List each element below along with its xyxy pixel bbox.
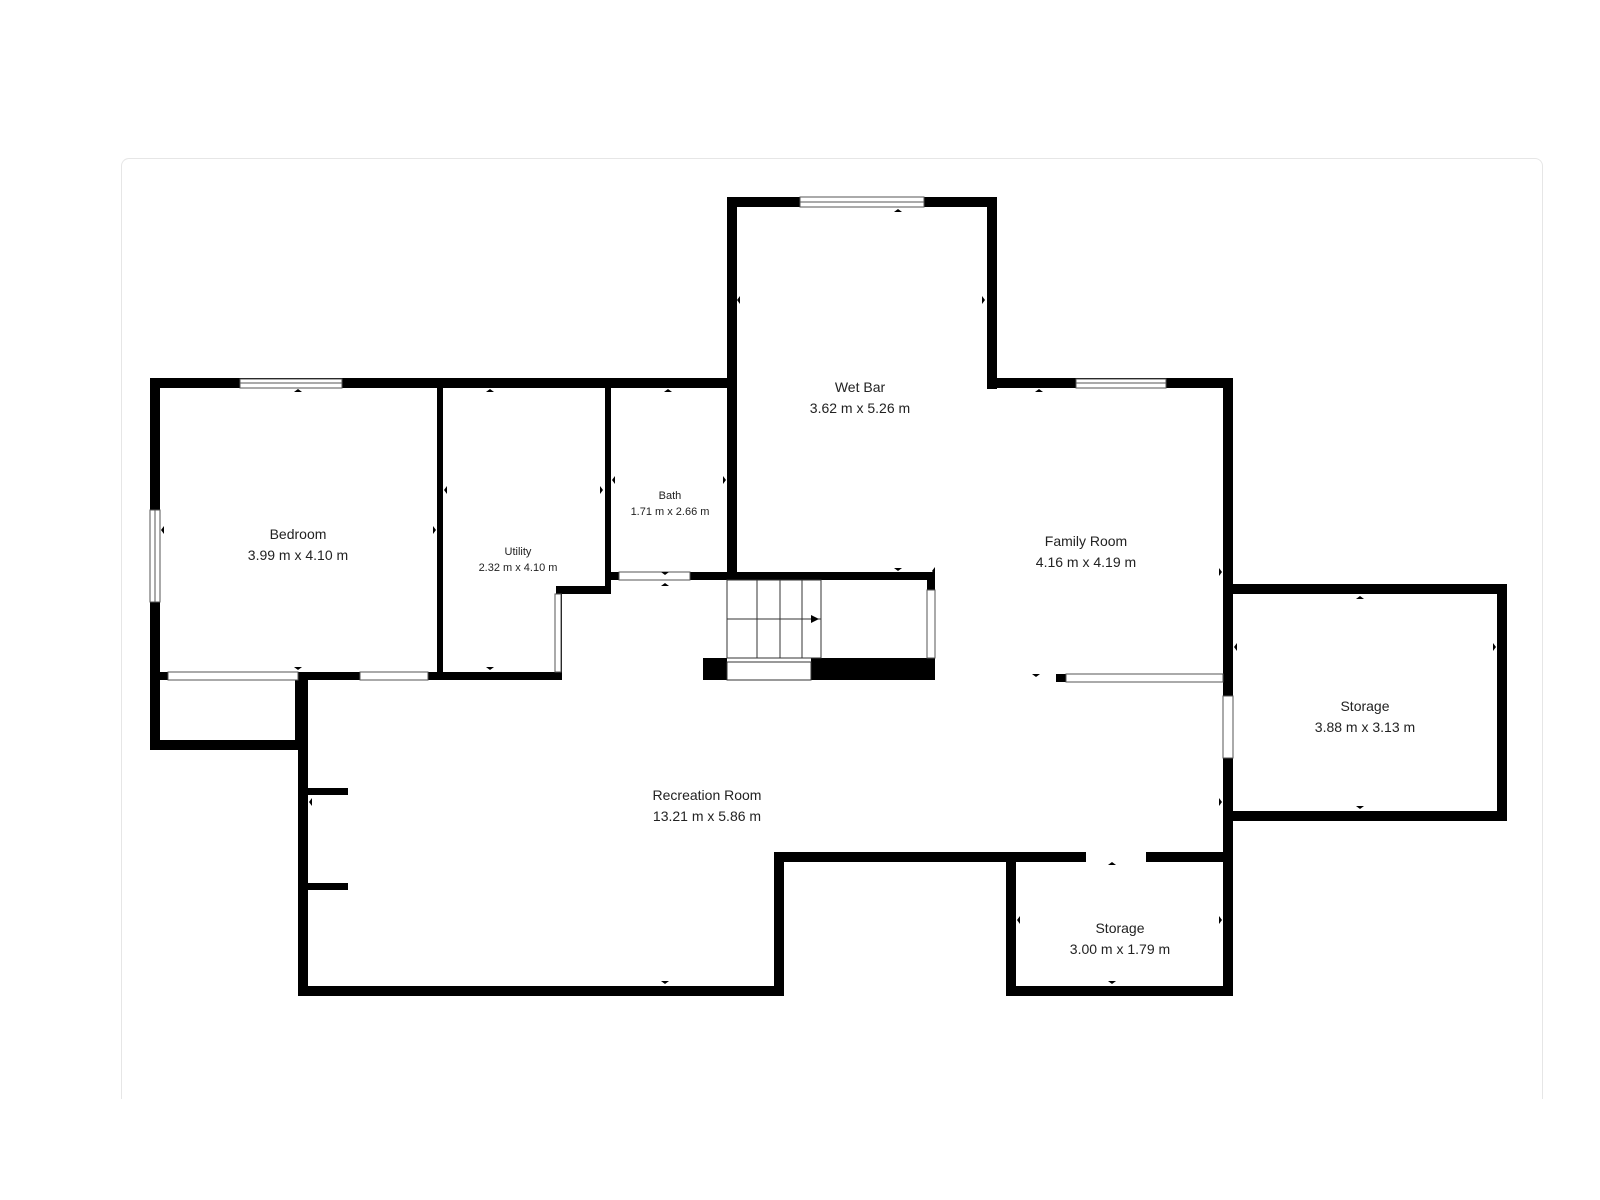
- wall-utility-notch: [556, 586, 611, 594]
- room-name-storage-bottom: Storage: [1095, 920, 1144, 936]
- room-dims-wet-bar: 3.62 m x 5.26 m: [810, 400, 910, 416]
- room-name-bedroom: Bedroom: [270, 526, 327, 542]
- wall-rec-nub-2: [308, 883, 348, 890]
- room-dims-bath: 1.71 m x 2.66 m: [631, 506, 710, 518]
- room-dims-utility: 2.32 m x 4.10 m: [479, 562, 558, 574]
- wall-top-left: [150, 378, 737, 388]
- wall-utility-bath: [605, 378, 611, 590]
- room-utility: Utility 2.32 m x 4.10 m: [479, 546, 558, 574]
- room-storage-bottom: Storage 3.00 m x 1.79 m: [1070, 920, 1170, 957]
- room-dims-recreation-room: 13.21 m x 5.86 m: [653, 808, 761, 824]
- wall-rec-step-top: [774, 852, 1086, 862]
- door-closet-bi: [167, 671, 299, 681]
- door-bedroom: [359, 671, 429, 681]
- wall-storage-right-right: [1497, 584, 1507, 821]
- wall-storage-bottom-left: [1006, 852, 1016, 996]
- room-name-wet-bar: Wet Bar: [835, 379, 886, 395]
- room-recreation-room: Recreation Room 13.21 m x 5.86 m: [653, 787, 762, 824]
- wall-stair-right-top: [927, 572, 935, 590]
- stair-direction-arrow-icon: [811, 615, 819, 623]
- room-name-bath: Bath: [659, 490, 682, 502]
- wall-rec-nub-1: [308, 788, 348, 795]
- wall-wetbar-right: [987, 197, 997, 389]
- room-labels: Wet Bar 3.62 m x 5.26 m Bath 1.71 m x 2.…: [248, 379, 1415, 957]
- wall-stair-right-block: [811, 658, 935, 680]
- room-bath: Bath 1.71 m x 2.66 m: [631, 490, 710, 518]
- wall-family-bottom-stub: [1056, 674, 1066, 682]
- wall-utility-bottom: [428, 672, 562, 680]
- room-bedroom: Bedroom 3.99 m x 4.10 m: [248, 526, 348, 563]
- wall-storage-right-top: [1223, 584, 1507, 594]
- room-name-family-room: Family Room: [1045, 533, 1127, 549]
- wall-bath-bottom-right: [690, 572, 935, 580]
- walls: [150, 197, 1507, 996]
- opening-stair-right: [926, 589, 936, 659]
- door-utility: [554, 593, 562, 673]
- windows: [149, 196, 1234, 759]
- wall-bedroom-bottom-mid: [295, 672, 360, 680]
- wall-bath-bottom-left: [605, 572, 619, 580]
- room-dims-storage-bottom: 3.00 m x 1.79 m: [1070, 941, 1170, 957]
- door-family-slider: [1065, 673, 1224, 683]
- wall-rec-step-vertical: [774, 852, 784, 996]
- wall-storage-bottom-bottom: [1006, 986, 1233, 996]
- wall-rec-step-top-right: [1146, 852, 1233, 862]
- wall-closet-bottom: [150, 740, 305, 750]
- wall-storage-right-left-upper: [1223, 584, 1233, 696]
- wall-stair-left-block: [703, 658, 727, 680]
- room-name-utility: Utility: [505, 546, 532, 558]
- wall-storage-right-bottom: [1223, 811, 1507, 821]
- wall-storage-right-left-lower: [1223, 758, 1233, 821]
- staircase: [726, 579, 822, 681]
- wall-bedroom-bottom-stub: [150, 672, 168, 680]
- floor-plan-card: [121, 158, 1543, 1099]
- wall-rec-bottom: [298, 986, 784, 996]
- room-family-room: Family Room 4.16 m x 4.19 m: [1036, 533, 1136, 570]
- room-dims-storage-right: 3.88 m x 3.13 m: [1315, 719, 1415, 735]
- room-storage-right: Storage 3.88 m x 3.13 m: [1315, 698, 1415, 735]
- room-name-recreation-room: Recreation Room: [653, 787, 762, 803]
- door-bath: [618, 571, 691, 581]
- wall-storage-bottom-right: [1223, 852, 1233, 996]
- wall-bedroom-utility: [437, 378, 443, 680]
- dimension-markers: [161, 209, 1496, 984]
- room-name-storage-right: Storage: [1340, 698, 1389, 714]
- room-dims-bedroom: 3.99 m x 4.10 m: [248, 547, 348, 563]
- room-dims-family-room: 4.16 m x 4.19 m: [1036, 554, 1136, 570]
- room-wet-bar: Wet Bar 3.62 m x 5.26 m: [810, 379, 910, 416]
- door-storage-right: [1222, 695, 1234, 759]
- wall-rec-left: [298, 676, 308, 996]
